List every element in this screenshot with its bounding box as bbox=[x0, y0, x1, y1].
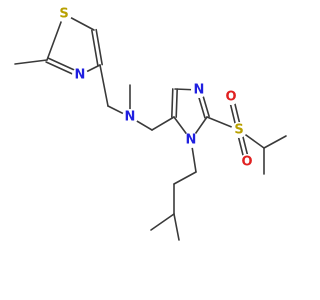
atom-label-sulfonyl-o-bottom: O bbox=[241, 155, 252, 170]
atom-label-imidazole-n1: N bbox=[186, 133, 197, 148]
atom-amine-nitrogen: N bbox=[122, 109, 138, 125]
bond-ic5-ic4-b bbox=[171, 88, 174, 118]
bond-ipr-iprA bbox=[263, 135, 287, 149]
bond-bu3-bu4 bbox=[150, 213, 175, 231]
atom-label-imidazole-n3: N bbox=[194, 83, 205, 98]
atom-label-thiazole-n: N bbox=[75, 68, 86, 83]
bond-bu3-bu5 bbox=[173, 213, 180, 241]
bond-ch2b-ic5 bbox=[151, 116, 175, 131]
structure-canvas: S N N N N S O bbox=[14, 6, 287, 241]
atom-thiazole-nitrogen: N bbox=[72, 67, 88, 83]
atom-label-amine-n: N bbox=[125, 110, 136, 125]
bond-tc2-ts1 bbox=[46, 13, 65, 61]
atom-imidazole-n1: N bbox=[183, 132, 199, 148]
bond-tc5-tc4-a bbox=[91, 29, 99, 67]
atom-sulfonyl-oxygen-bottom: O bbox=[239, 154, 255, 170]
atom-label-sulfonyl-o-top: O bbox=[225, 90, 236, 105]
atom-label-thiazole-s: S bbox=[59, 7, 68, 22]
atom-layer: S N N N N S O bbox=[56, 6, 255, 170]
bond-ic5-ic4-a bbox=[175, 88, 178, 118]
atom-thiazole-sulfur: S bbox=[56, 6, 72, 22]
atom-label-sulfonyl-s: S bbox=[234, 123, 243, 138]
bond-tc5-tc4-b bbox=[95, 28, 103, 66]
molecule-drawing: S N N N N S O bbox=[14, 6, 287, 241]
atom-sulfonyl-sulfur: S bbox=[231, 122, 247, 138]
bond-me1-tc2 bbox=[14, 59, 48, 65]
atom-imidazole-n3: N bbox=[191, 82, 207, 98]
atom-sulfonyl-oxygen-top: O bbox=[223, 89, 239, 105]
bond-tc4-ch2aC bbox=[99, 64, 109, 107]
bond-bu1-bu2 bbox=[173, 171, 197, 185]
